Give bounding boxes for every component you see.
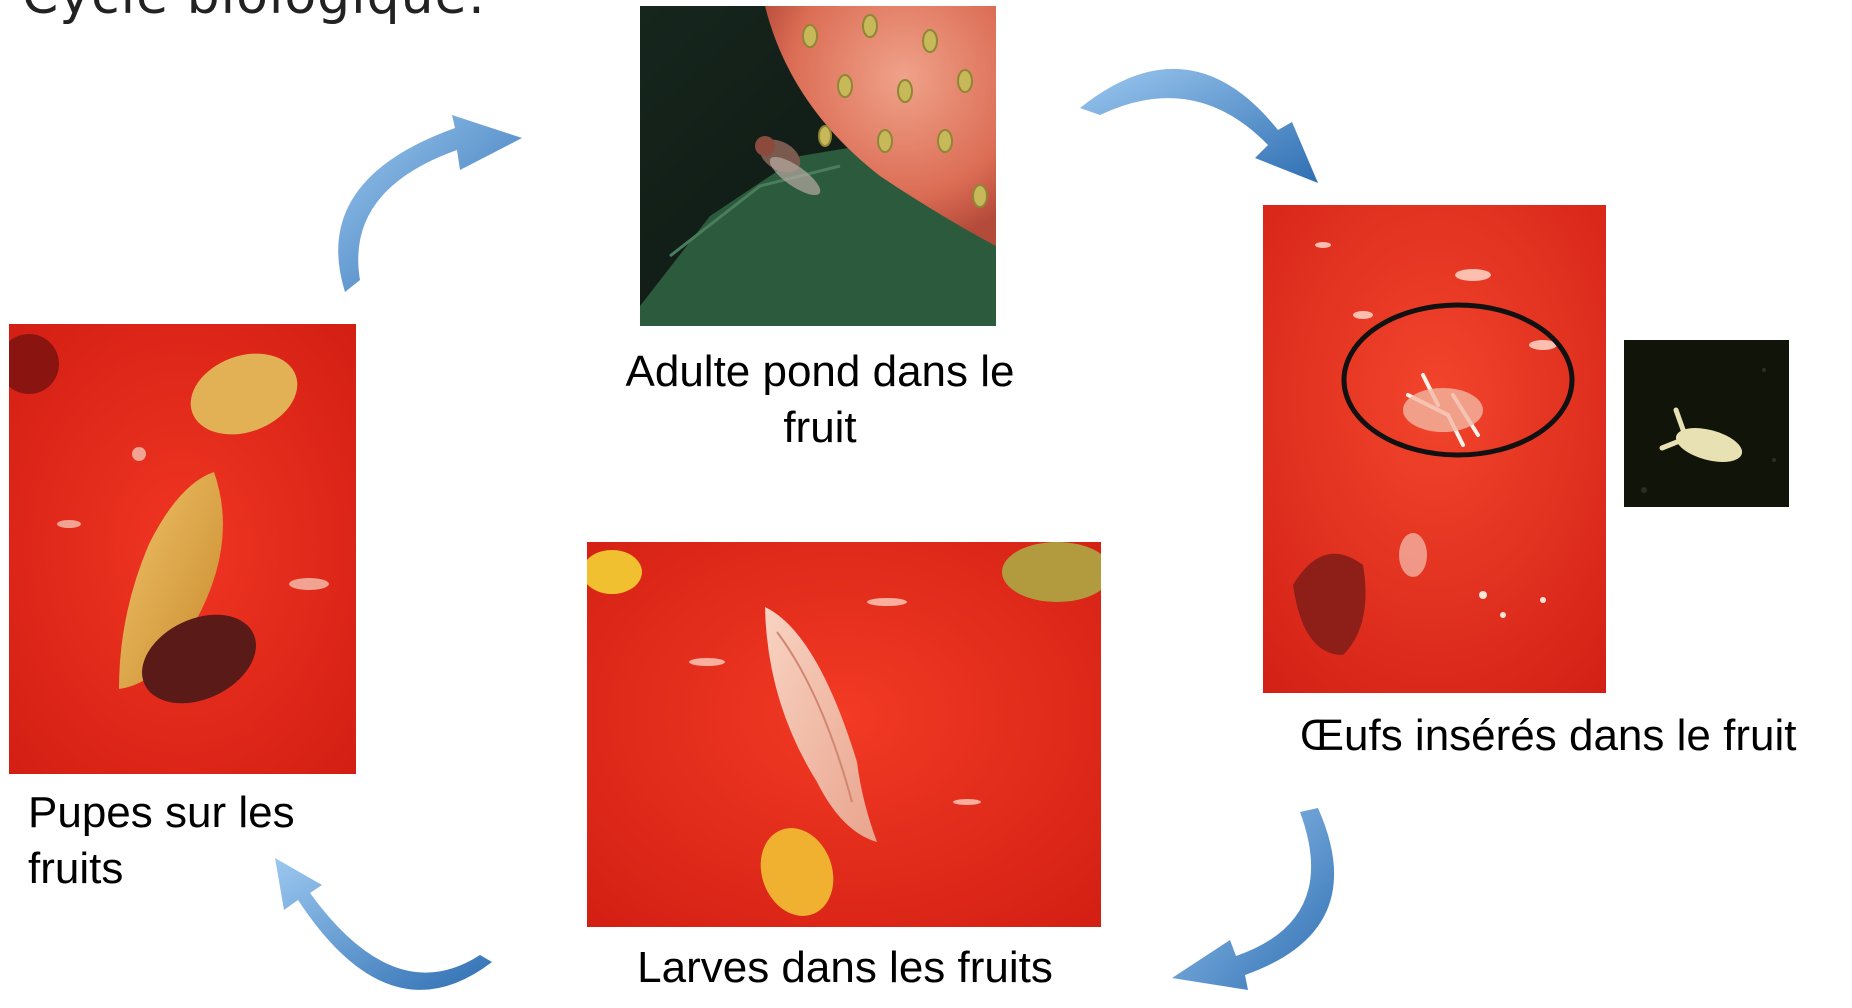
arrow-adult-to-eggs <box>1080 69 1318 183</box>
arrow-larvae-to-pupae <box>275 858 492 990</box>
arrow-eggs-to-larvae <box>1172 808 1334 990</box>
arrow-pupae-to-adult <box>338 115 522 292</box>
